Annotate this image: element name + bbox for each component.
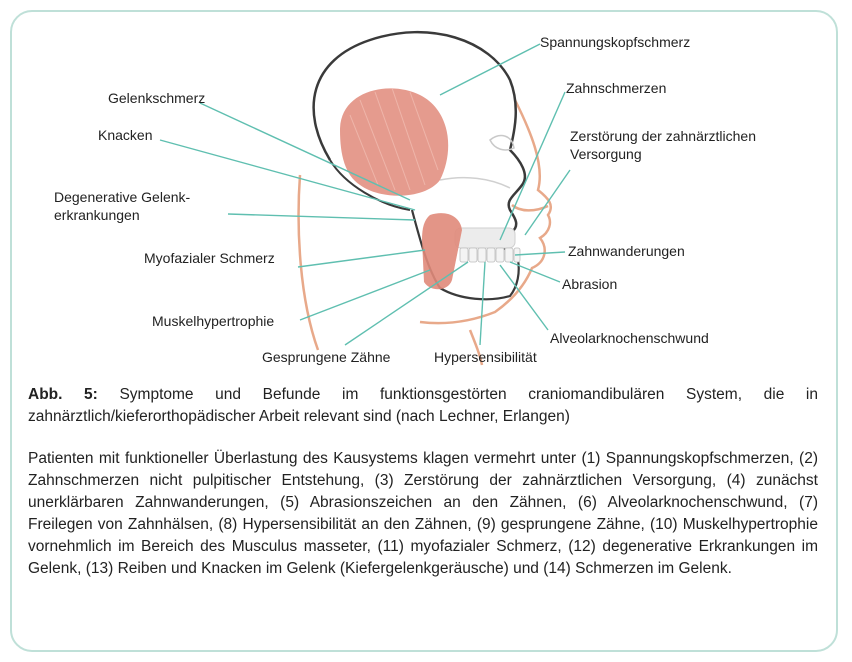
skull-figure: Spannungskopfschmerz Zahnschmerzen Zerst…	[0, 0, 852, 380]
label-muskelhypertrophie: Muskelhypertrophie	[152, 313, 274, 330]
label-degenerative-line2: erkrankungen	[54, 207, 140, 224]
label-myofazial: Myofazialer Schmerz	[144, 250, 275, 267]
maxilla-area	[455, 228, 515, 248]
label-abrasion: Abrasion	[562, 276, 617, 293]
label-zahnschmerzen: Zahnschmerzen	[566, 80, 666, 97]
caption-text: Symptome und Befunde im funktionsgestört…	[28, 386, 818, 425]
teeth-row	[460, 248, 520, 262]
label-zahnwanderungen: Zahnwanderungen	[568, 243, 685, 260]
temporal-muscle	[340, 88, 448, 195]
neck-back-outline	[299, 175, 318, 350]
label-degenerative-line1: Degenerative Gelenk-	[54, 189, 190, 206]
figure-caption: Abb. 5: Symptome und Befunde im funktion…	[28, 384, 818, 428]
label-spannungskopfschmerz: Spannungskopfschmerz	[540, 34, 690, 51]
masseter-muscle	[422, 213, 462, 289]
label-zerstoerung-line2: Versorgung	[570, 146, 642, 163]
label-zerstoerung-line1: Zerstörung der zahnärztlichen	[570, 128, 756, 145]
label-hypersensibilitaet: Hypersensibilität	[434, 349, 537, 366]
label-alveolarknochenschwund: Alveolarknochenschwund	[550, 330, 709, 347]
label-gelenkschmerz: Gelenkschmerz	[108, 90, 205, 107]
label-gesprungene-zaehne: Gesprungene Zähne	[262, 349, 390, 366]
caption-label: Abb. 5:	[28, 386, 98, 403]
body-paragraph: Patienten mit funktioneller Überlastung …	[28, 448, 818, 580]
cheekbone	[440, 178, 510, 188]
label-knacken: Knacken	[98, 127, 152, 144]
